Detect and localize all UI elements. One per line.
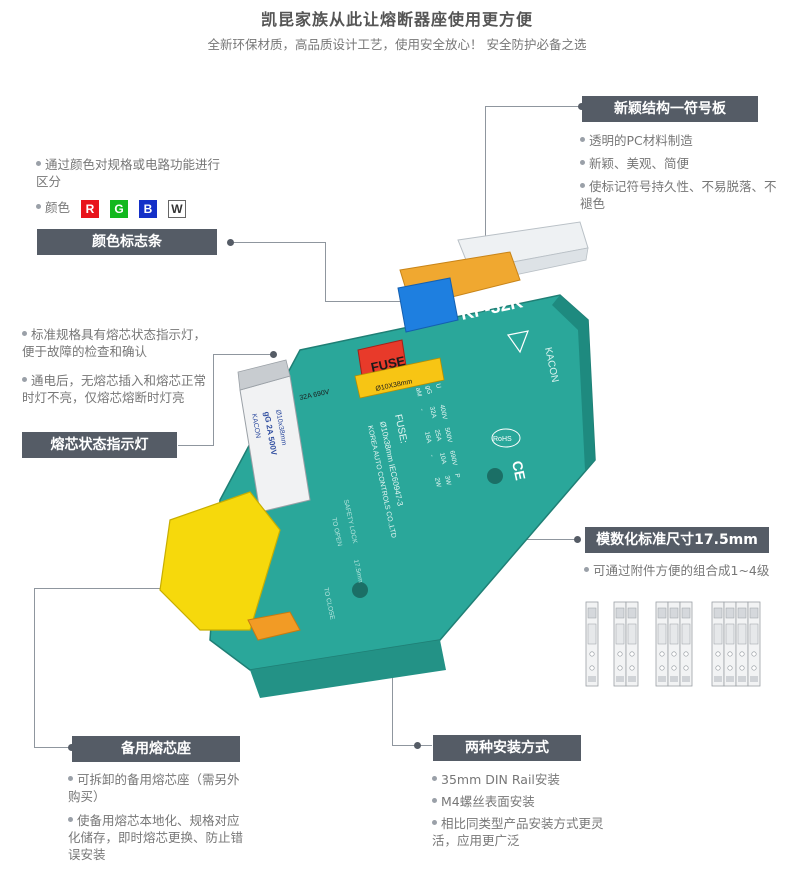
mounting-bullet: 35mm DIN Rail安装 <box>432 771 632 788</box>
mounting-bullet: 相比同类型产品安装方式更灵活，应用更广泛 <box>432 816 604 848</box>
fuse-word: FUSE <box>370 353 407 375</box>
table-row2-0: aM <box>414 387 423 397</box>
module-2a <box>613 601 627 687</box>
module-4a <box>711 601 725 687</box>
rohs-badge <box>491 428 521 448</box>
color-strip <box>397 277 459 333</box>
connector-line <box>213 354 214 446</box>
color-strip-label: 颜色标志条 <box>37 229 217 255</box>
table-header-1: 400V <box>438 404 448 421</box>
mounting-label: 两种安装方式 <box>433 735 581 761</box>
connector-dot <box>227 239 234 246</box>
connector-line <box>392 648 393 746</box>
connector-line <box>485 106 581 107</box>
page-title: 凯昆家族从此让熔断器座使用更方便 <box>260 10 533 29</box>
table-header-4: P <box>453 473 461 479</box>
table-row2-3: - <box>428 454 435 458</box>
connector-line <box>34 588 35 748</box>
blue-swatch: B <box>138 199 157 218</box>
table-row1-3: 10A <box>438 452 447 465</box>
connector-line <box>34 588 174 589</box>
module-3a <box>655 601 669 687</box>
connector-line <box>392 745 432 746</box>
color-row: 颜色 R G B W <box>36 199 186 218</box>
colors-label: 颜色 <box>45 200 71 215</box>
module-2b <box>625 601 639 687</box>
table-header-3: 690V <box>448 450 458 467</box>
connector-line <box>34 747 72 748</box>
connector-dot <box>414 742 421 749</box>
fuse-indicator-label: 熔芯状态指示灯 <box>22 432 177 458</box>
table-row1-0: gG <box>424 385 433 395</box>
spare-fuse-label: 备用熔芯座 <box>72 736 240 762</box>
dimension-text: 17.5mm <box>352 559 364 583</box>
spare-fuse-bullet: 可拆卸的备用熔芯座（需另外购买） <box>68 772 240 804</box>
module-4c <box>735 601 749 687</box>
module-4d <box>747 601 761 687</box>
symbol-board-bullet: 使标记符号持久性、不易脱落、不褪色 <box>580 179 777 211</box>
table-header-0: U <box>434 383 442 389</box>
fuse-indicator-bullet: 标准规格具有熔芯状态指示灯，便于故障的检查和确认 <box>22 327 207 359</box>
din-clip <box>247 611 301 641</box>
table-row1-2: 25A <box>433 429 442 442</box>
table-row1-1: 32A <box>428 406 437 419</box>
module-combination-illustration <box>585 601 761 687</box>
table-header-2: 500V <box>443 427 453 444</box>
table-row1-4: 3W <box>443 475 452 487</box>
symbol-board-bullet: 新颖、美观、简便 <box>580 155 780 172</box>
symbol-board-label: 新颖结构一符号板 <box>582 96 758 122</box>
table-row2-4: 2W <box>433 477 442 489</box>
connector-dot <box>574 536 581 543</box>
module-3b <box>667 601 681 687</box>
cartridge-brand: KACON <box>250 413 261 439</box>
module-4b <box>723 601 737 687</box>
fuse-label-plate <box>354 357 445 399</box>
connector-dot <box>68 744 75 751</box>
connector-line <box>325 301 405 302</box>
ce-mark: CE <box>509 459 529 481</box>
table-row2-2: 16A <box>423 431 432 444</box>
connector-line <box>178 445 214 446</box>
rohs-text: RoHS <box>493 436 512 443</box>
connector-line <box>230 242 326 243</box>
white-swatch: W <box>167 199 186 218</box>
connector-line <box>525 539 575 540</box>
connector-dot <box>578 103 585 110</box>
color-strip-bullet: 通过颜色对规格或电路功能进行区分 <box>36 157 221 189</box>
connector-line <box>485 106 486 236</box>
green-swatch: G <box>109 199 128 218</box>
warning-icon <box>506 330 529 354</box>
fuse-indicator-bullet: 通电后，无熔芯插入和熔芯正常时灯不亮，仅熔芯熔断时灯亮 <box>22 373 207 405</box>
page-subtitle: 全新环保材质，高品质设计工艺，使用安全放心！ 安全防护必备之选 <box>207 37 587 52</box>
screw-hole <box>487 468 503 484</box>
screw-hole <box>352 582 368 598</box>
fuse-holder-product-image: FUSE Ø10X38mm KF-32K KACON FUSE: Ø10x38m… <box>159 221 596 698</box>
red-swatch: R <box>81 199 99 218</box>
mounting-bullet: M4螺丝表面安装 <box>432 793 632 810</box>
table-row2-1: - <box>418 408 425 412</box>
spare-fuse-bullet: 使备用熔芯本地化、规格对应化储存，即时熔芯更换、防止错误安装 <box>68 813 244 862</box>
connector-dot <box>270 351 277 358</box>
module-3c <box>679 601 693 687</box>
symbol-board-bullet: 透明的PC材料制造 <box>580 132 780 149</box>
modular-label: 模数化标准尺寸17.5mm <box>585 527 769 553</box>
connector-line <box>213 354 273 355</box>
modular-bullet: 可通过附件方便的组合成1~4级 <box>584 562 774 579</box>
connector-line <box>325 242 326 302</box>
spare-fuse-holder <box>159 491 281 631</box>
